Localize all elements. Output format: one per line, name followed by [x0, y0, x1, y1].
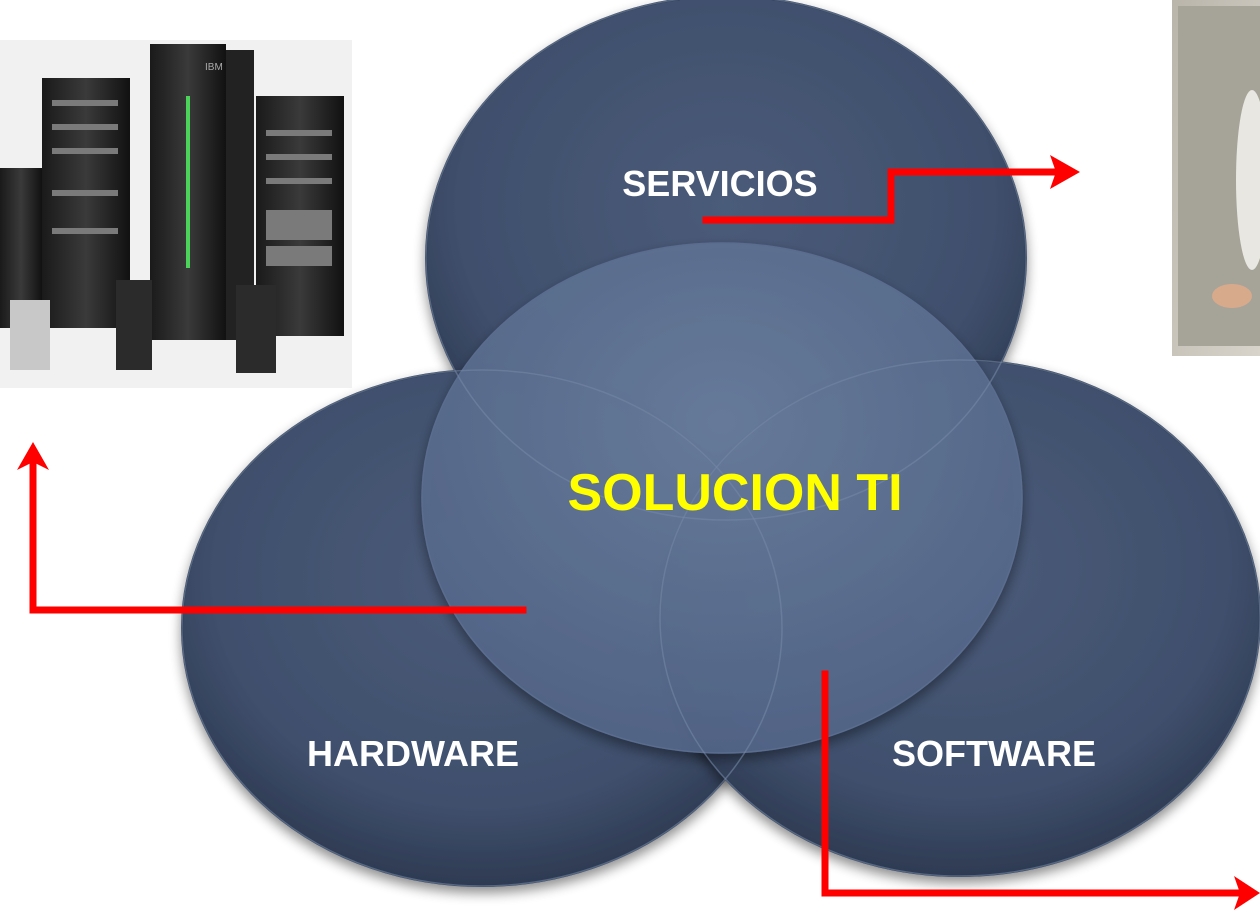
arrowhead-right-bottom: [1234, 876, 1260, 910]
person-photo: [1172, 0, 1260, 356]
label-solucion-ti: SOLUCION TI: [567, 464, 902, 522]
arrows: [29, 168, 1254, 897]
ibm-logo-text: IBM: [205, 62, 223, 73]
arrowheads: [17, 155, 1260, 910]
overlap-outlines: [181, 0, 1260, 887]
arrow-software: [821, 670, 1254, 897]
circle-center: [421, 242, 1023, 754]
label-hardware: HARDWARE: [307, 733, 519, 774]
arrow-servicios: [702, 168, 1070, 224]
label-servicios: SERVICIOS: [622, 163, 817, 204]
arrow-hardware: [29, 456, 527, 614]
label-software: SOFTWARE: [892, 733, 1096, 774]
servers-photo: IBM: [0, 40, 352, 388]
arrowhead-up-left: [17, 442, 49, 470]
arrowhead-right-top: [1050, 155, 1080, 189]
